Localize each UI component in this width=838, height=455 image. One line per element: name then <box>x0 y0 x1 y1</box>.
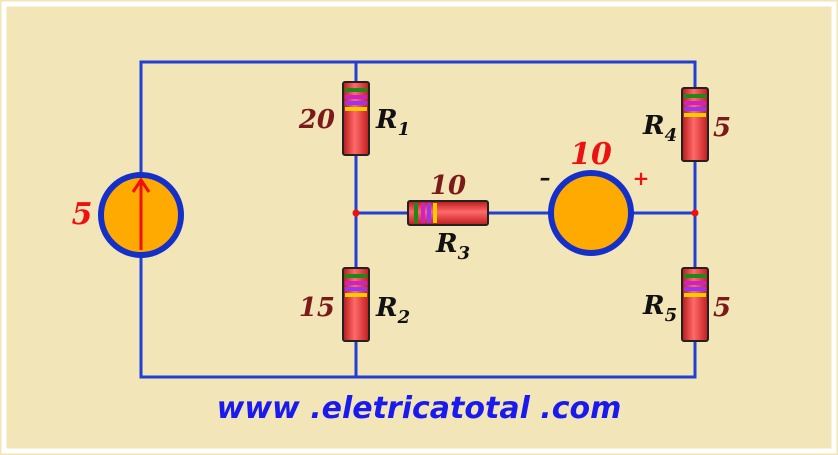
r2-label: R2 <box>375 293 410 328</box>
r3-label: R3 <box>435 229 470 264</box>
outer-loop-wire <box>139 60 697 379</box>
source-minus-sign: – <box>540 165 551 191</box>
r2-subscript: 2 <box>397 307 411 328</box>
r5-name: R <box>642 291 665 321</box>
r4-label: R4 <box>642 111 677 146</box>
node-right <box>691 209 699 217</box>
resistor-r5 <box>681 267 709 342</box>
resistor-r4 <box>681 87 709 162</box>
r4-subscript: 4 <box>665 125 678 146</box>
r5-label: R5 <box>642 291 677 326</box>
r3-name: R <box>435 229 458 259</box>
current-source-left <box>98 172 184 258</box>
source-middle-circle <box>548 170 634 256</box>
node-left <box>352 209 360 217</box>
resistor-r2 <box>342 267 370 342</box>
source-middle-value: 10 <box>570 137 612 172</box>
source-left-value: 5 <box>72 197 93 232</box>
r4-value: 5 <box>713 113 731 143</box>
r1-subscript: 1 <box>398 119 411 140</box>
r4-name: R <box>642 111 665 141</box>
r1-label: R1 <box>375 105 410 140</box>
r5-value: 5 <box>713 293 731 323</box>
r2-name: R <box>375 293 398 323</box>
r1-name: R <box>375 105 398 135</box>
arrow-up-icon <box>131 177 151 193</box>
r2-value: 15 <box>299 293 335 323</box>
footer-url[interactable]: www .eletricatotal .com <box>217 391 622 426</box>
voltage-source-middle <box>548 170 634 256</box>
r1-value: 20 <box>298 105 335 135</box>
resistor-r3 <box>407 200 489 226</box>
source-plus-sign: + <box>633 166 650 190</box>
r5-subscript: 5 <box>665 305 678 326</box>
resistor-r1 <box>342 81 370 156</box>
r3-value: 10 <box>430 171 466 201</box>
r3-subscript: 3 <box>458 243 471 264</box>
